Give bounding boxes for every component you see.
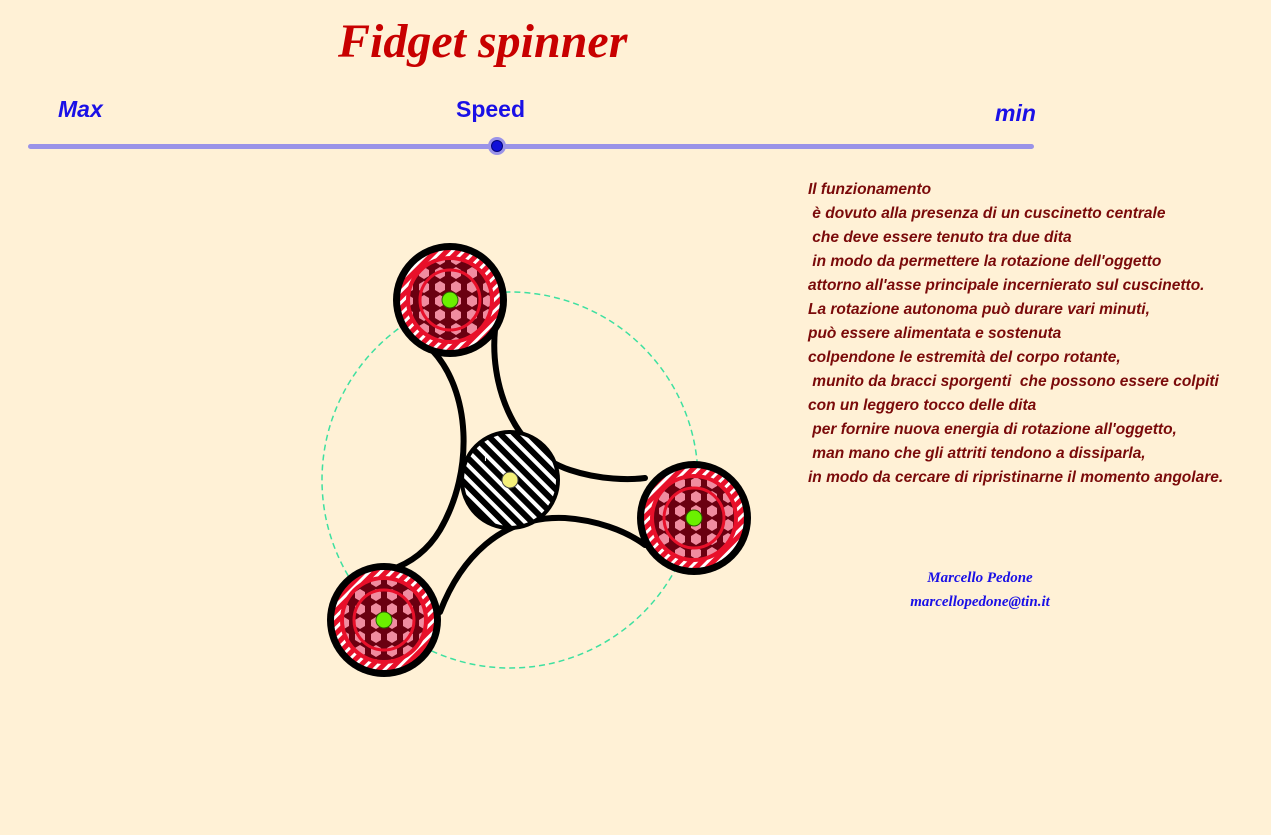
description-line: Il funzionamento	[808, 181, 932, 198]
description-line: man mano che gli attriti tendono a dissi…	[808, 445, 1146, 462]
description-line: con un leggero tocco delle dita	[808, 397, 1037, 414]
author-name: Marcello Pedone	[927, 570, 1033, 586]
speed-slider-handle[interactable]	[487, 137, 506, 155]
description-line: attorno all'asse principale incernierato…	[808, 277, 1205, 294]
description-line: in modo da cercare di ripristinarne il m…	[808, 469, 1224, 486]
description-line: La rotazione autonoma può durare vari mi…	[808, 301, 1150, 318]
slider-max-label: Max	[58, 96, 103, 122]
description-line: munito da bracci sporgenti che possono e…	[808, 373, 1219, 390]
weight-point-right[interactable]	[685, 509, 703, 527]
description-line: che deve essere tenuto tra due dita	[808, 229, 1072, 246]
page-title: Fidget spinner	[338, 15, 628, 68]
description-line: in modo da permettere la rotazione dell'…	[808, 253, 1162, 270]
weight-point-top[interactable]	[441, 291, 459, 309]
description-line: colpendone le estremità del corpo rotant…	[808, 349, 1121, 366]
slider-min-label: min	[995, 100, 1036, 126]
author-email: marcellopedone@tin.it	[910, 594, 1050, 610]
description-line: è dovuto alla presenza di un cuscinetto …	[808, 205, 1166, 222]
slider-speed-label: Speed	[456, 96, 526, 122]
weight-point-bottom-left[interactable]	[375, 611, 393, 629]
description-line: può essere alimentata e sostenuta	[808, 325, 1062, 342]
description-text: Il funzionamento è dovuto alla presenza …	[808, 178, 1223, 490]
author-block: Marcello Pedone marcellopedone@tin.it	[880, 566, 1080, 614]
speed-slider-track[interactable]	[28, 144, 1034, 149]
center-point-label: f	[484, 452, 488, 464]
center-point[interactable]	[501, 471, 519, 489]
description-line: per fornire nuova energia di rotazione a…	[808, 421, 1177, 438]
